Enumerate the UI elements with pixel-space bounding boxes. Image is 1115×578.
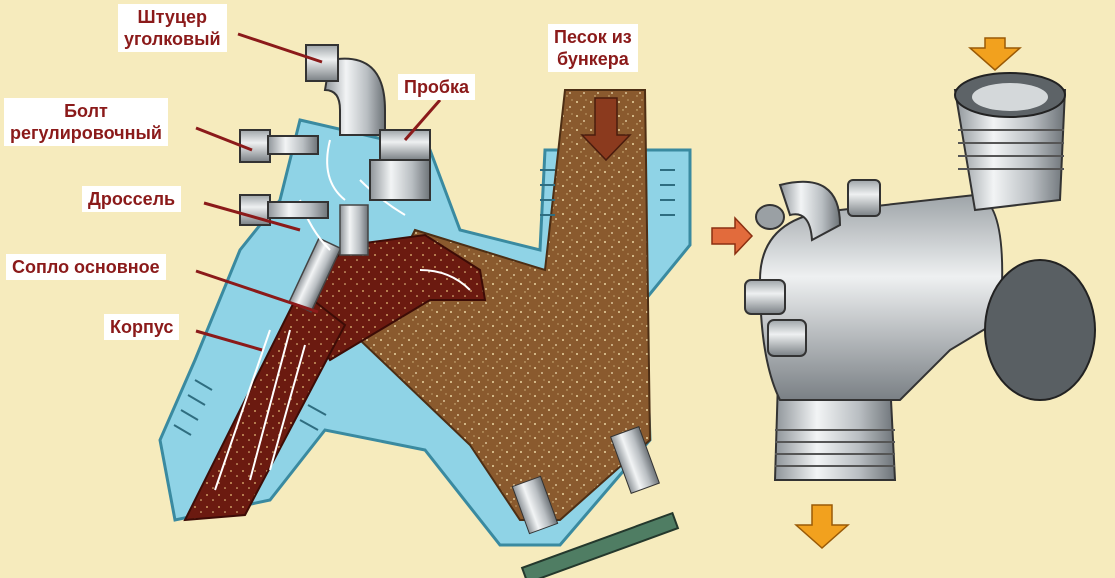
sand-chamber xyxy=(358,89,652,521)
label-sand-from-hopper: Песок из бункера xyxy=(548,24,638,72)
throttle-valve xyxy=(339,204,369,256)
fitting-mouth xyxy=(755,204,785,230)
top-flow-arrow xyxy=(968,37,1022,71)
external-feeder-view xyxy=(744,72,1096,481)
leader-lines xyxy=(195,32,442,352)
label-sand-line2: бункера xyxy=(556,49,629,69)
angle-fitting-ext xyxy=(778,180,842,242)
back-flange xyxy=(984,259,1096,401)
label-sand-line1: Песок из xyxy=(554,27,632,47)
label-throttle: Дроссель xyxy=(82,186,182,212)
outlet-threads xyxy=(173,379,327,436)
plug-fitting xyxy=(369,129,431,201)
hopper-threads xyxy=(540,169,675,216)
cutaway-housing xyxy=(158,89,692,578)
label-adjusting-bolt-line1: Болт xyxy=(64,101,108,121)
label-angle-fitting-line1: Штуцер xyxy=(137,7,207,27)
label-body-text: Корпус xyxy=(110,317,174,337)
label-throttle-text: Дроссель xyxy=(88,189,176,209)
air-flow-arrows xyxy=(214,139,471,491)
inlet-threads-ext xyxy=(958,129,1064,170)
body-ext xyxy=(758,193,1004,401)
nut-3 xyxy=(847,179,881,217)
label-main-nozzle-text: Сопло основное xyxy=(12,257,160,277)
bottom-clamp xyxy=(511,426,680,578)
label-body: Корпус xyxy=(104,314,180,340)
inlet-mouth-inner xyxy=(972,83,1048,111)
air-inlet-arrow xyxy=(711,216,754,256)
nut-2 xyxy=(767,319,807,357)
label-plug: Пробка xyxy=(398,74,476,100)
outlet-threads-ext xyxy=(775,429,895,467)
label-angle-fitting-line2: уголковый xyxy=(124,29,221,49)
label-plug-text: Пробка xyxy=(404,77,470,97)
label-adjusting-bolt: Болт регулировочный xyxy=(4,98,168,146)
bottom-flow-arrow xyxy=(794,504,850,550)
label-angle-fitting: Штуцер уголковый xyxy=(118,4,227,52)
label-adjusting-bolt-line2: регулировочный xyxy=(10,123,162,143)
sand-down-arrow xyxy=(580,97,632,162)
nut-1 xyxy=(744,279,786,315)
angle-fitting xyxy=(305,44,386,136)
label-main-nozzle: Сопло основное xyxy=(6,254,166,280)
